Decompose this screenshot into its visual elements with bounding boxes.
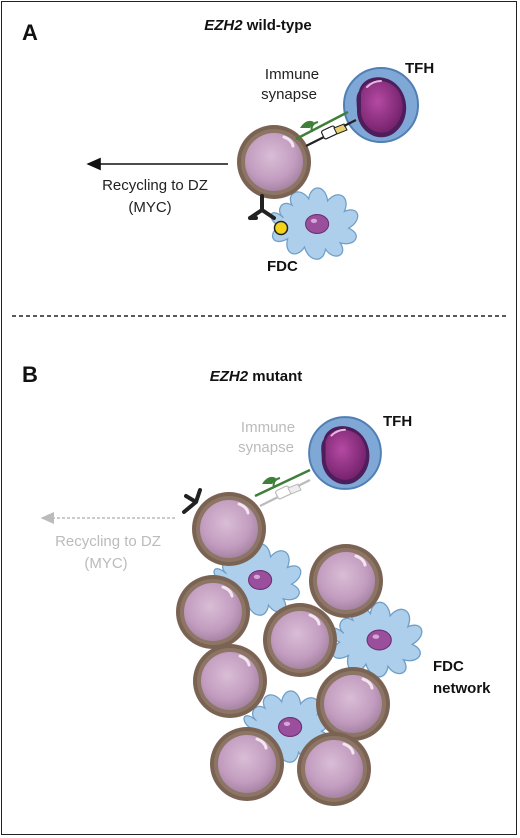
panel-b-fdc-label-2: network (433, 680, 491, 697)
panel-b-b-cell (295, 730, 373, 808)
panel-b-b-cell (307, 542, 385, 620)
panel-a-title-gene: EZH2 (204, 17, 243, 34)
panel-a-synapse (295, 110, 357, 147)
panel-b-b-cell (208, 725, 286, 803)
panel-b-tfh-cell (308, 416, 382, 490)
panel-a-immune-label-1: Immune (265, 66, 319, 83)
panel-a-recycling-label-1: Recycling to DZ (102, 177, 208, 194)
panel-b-b-cell (261, 601, 339, 679)
panel-b-title-gene: EZH2 (210, 368, 249, 385)
panel-b-tfh-label: TFH (383, 413, 412, 430)
panel-a-fdc-label: FDC (267, 258, 298, 275)
panel-a-recycling-label-2: (MYC) (128, 199, 171, 216)
panel-b-bcr-icon (182, 488, 202, 514)
panel-a-immune-label-2: synapse (261, 86, 317, 103)
panel-a-tfh-label: TFH (405, 60, 434, 77)
panel-b-recycling-label-1: Recycling to DZ (55, 533, 161, 550)
panel-a-title-rest: wild-type (243, 17, 312, 34)
panel-b-b-cell-engaged (190, 490, 268, 568)
panel-b-title-rest: mutant (248, 368, 302, 385)
panel-b-immune-label-2: synapse (238, 439, 294, 456)
panel-b-letter: B (22, 362, 38, 387)
panel-a-title: EZH2 wild-type (204, 17, 312, 34)
panel-b-immune-label-1: Immune (241, 419, 295, 436)
panel-a-bcr-antigen (248, 194, 289, 236)
panel-a-tfh-cell (343, 67, 419, 143)
panel-b-b-cell (191, 642, 269, 720)
panel-b-title: EZH2 mutant (210, 368, 303, 385)
panel-a-letter: A (22, 20, 38, 45)
panel-b-synapse (254, 468, 311, 507)
panel-b-b-cell (174, 573, 252, 651)
panel-b-b-cell (314, 665, 392, 743)
panel-b-recycling-label-2: (MYC) (84, 555, 127, 572)
panel-b-fdc-label-1: FDC (433, 658, 464, 675)
